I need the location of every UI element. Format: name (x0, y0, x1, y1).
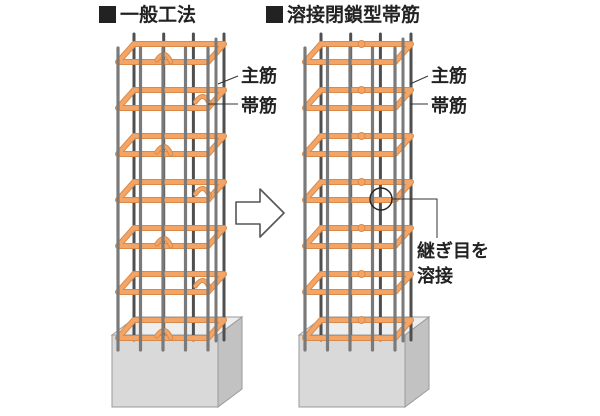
right-arrow-icon (235, 188, 285, 238)
left-labels: 主筋 帯筋 (208, 65, 277, 117)
base-front-face (298, 334, 406, 408)
hoop (303, 318, 413, 340)
label-main-rebar-left: 主筋 (241, 65, 277, 87)
hoop (116, 42, 226, 64)
hoop (303, 272, 413, 294)
base-front-face (111, 334, 219, 408)
leader-weld (392, 198, 438, 238)
weld-joint (357, 224, 366, 232)
title-right-text: 溶接閉鎖型帯筋 (287, 3, 420, 26)
column-right-welded (297, 32, 431, 408)
hoop (303, 42, 413, 64)
weld-joint (357, 86, 366, 94)
leader-main-right (409, 75, 429, 85)
label-hoop-right: 帯筋 (431, 95, 467, 117)
weld-joint (357, 270, 366, 278)
hoop (116, 272, 226, 294)
label-weld-line2: 溶接 (417, 265, 453, 287)
label-weld-line1: 継ぎ目を (417, 240, 489, 262)
hoop (303, 134, 413, 156)
title-left: 一般工法 (99, 3, 196, 26)
hoop (116, 226, 226, 248)
leader-main-left (217, 75, 239, 85)
weld-joint (357, 178, 366, 186)
hoop (303, 88, 413, 110)
right-labels: 主筋 帯筋 継ぎ目を 溶接 (369, 65, 489, 287)
label-hoop-left: 帯筋 (241, 95, 277, 117)
hoop (116, 318, 226, 340)
weld-joint (357, 40, 366, 48)
title-right: 溶接閉鎖型帯筋 (266, 3, 420, 26)
title-marker-left-icon (99, 6, 116, 23)
column-left-conventional (110, 32, 244, 408)
hoop (116, 134, 226, 156)
hoop (116, 88, 226, 110)
title-left-text: 一般工法 (120, 3, 196, 26)
hoop (116, 180, 226, 202)
weld-joint (357, 316, 366, 324)
title-marker-right-icon (266, 6, 283, 23)
weld-joint (357, 132, 366, 140)
hoop (303, 226, 413, 248)
label-main-rebar-right: 主筋 (431, 65, 467, 87)
hoop (303, 180, 413, 202)
